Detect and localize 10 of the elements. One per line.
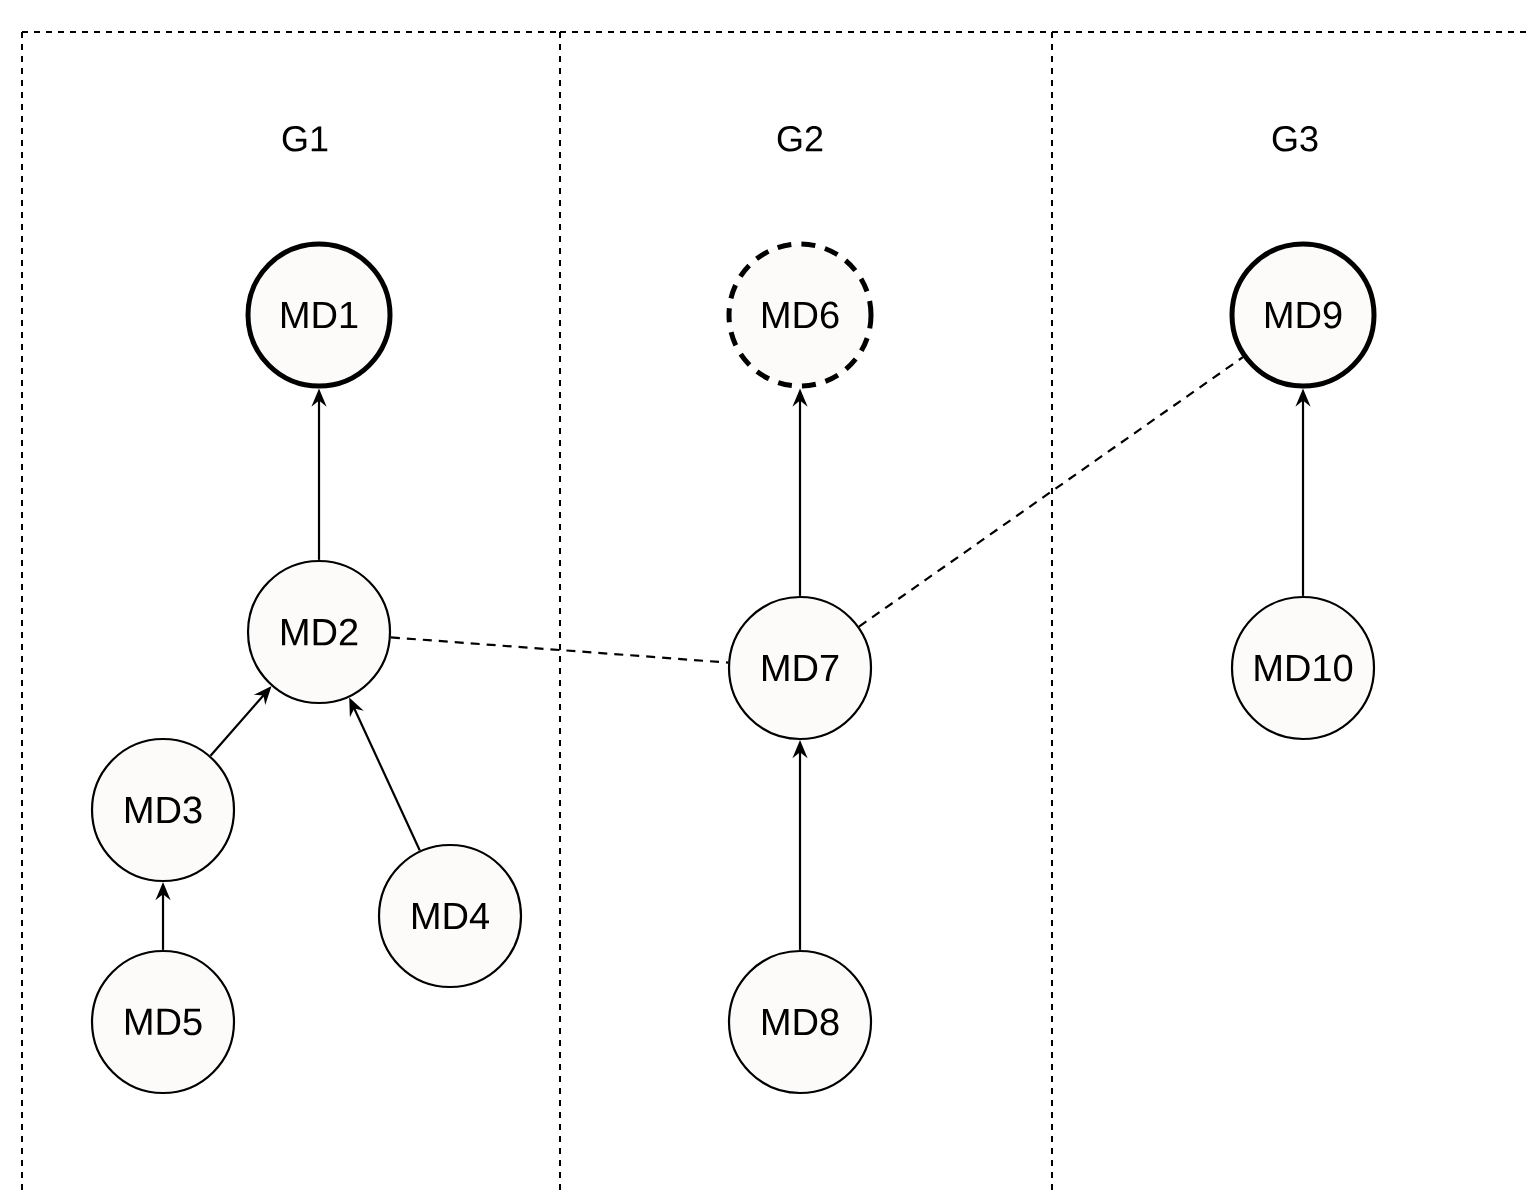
circle-node: MD4 [377,843,523,989]
circle-node: MD2 [246,559,392,705]
circle-node: MD6 [726,241,874,389]
circle-node: MD9 [1229,241,1377,389]
circle-node: MD3 [90,737,236,883]
circle-node: MD5 [90,949,236,1095]
circle-node: MD7 [727,595,873,741]
circle-node: MD1 [245,241,393,389]
circle-node: MD10 [1230,595,1376,741]
circle-node: MD8 [727,949,873,1095]
